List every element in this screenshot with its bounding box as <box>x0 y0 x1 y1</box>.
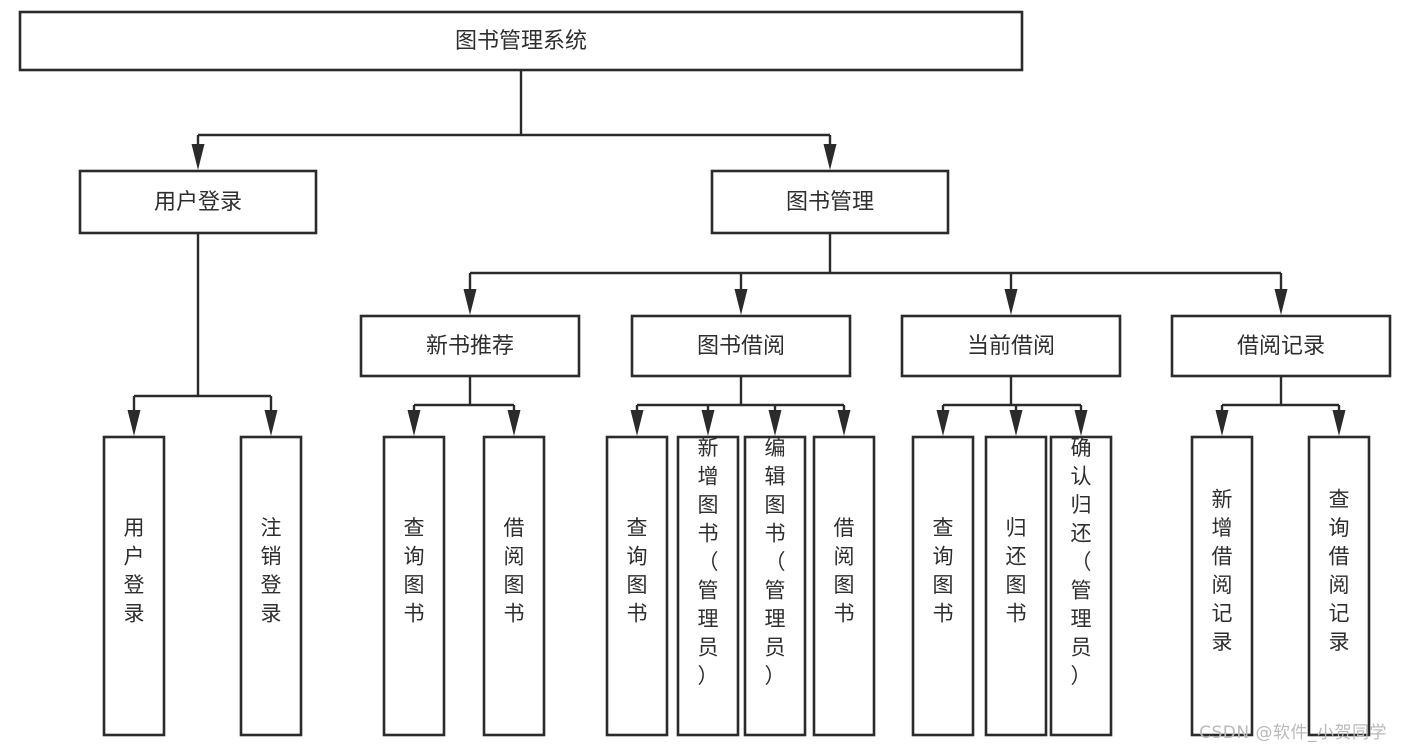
node-label: 借阅图书 <box>504 516 525 626</box>
nodes-layer: 图书管理系统用户登录图书管理新书推荐图书借阅当前借阅借阅记录用户登录注销登录查询… <box>18 10 1392 737</box>
arrow-head-icon <box>127 410 141 436</box>
node-box <box>900 314 1122 378</box>
node-leaf-query-record[interactable]: 查询借阅记录 <box>1307 435 1371 737</box>
node-box <box>1190 435 1254 737</box>
node-leaf-query-book-1[interactable]: 查询图书 <box>382 435 446 737</box>
node-book-manage[interactable]: 图书管理 <box>710 169 950 235</box>
node-new-book-rec[interactable]: 新书推荐 <box>359 314 581 378</box>
node-label: 图书借阅 <box>697 334 785 359</box>
node-box <box>1049 435 1113 737</box>
arrow-head-icon <box>823 144 837 170</box>
arrow-head-icon <box>1215 410 1229 436</box>
node-label: 查询图书 <box>404 516 425 626</box>
node-leaf-edit-book[interactable]: 编辑图书（管理员） <box>743 435 807 737</box>
arrow-head-icon <box>1074 410 1088 436</box>
node-box <box>743 435 807 737</box>
node-label: 查询图书 <box>627 516 648 626</box>
arrow-head-icon <box>463 289 477 315</box>
node-box <box>1170 314 1392 378</box>
node-leaf-user-login[interactable]: 用户登录 <box>102 435 166 737</box>
node-label: 新书推荐 <box>426 334 514 359</box>
arrow-head-icon <box>1009 410 1023 436</box>
node-root[interactable]: 图书管理系统 <box>18 10 1024 72</box>
arrow-head-icon <box>837 410 851 436</box>
node-label: 图书管理 <box>786 190 874 215</box>
arrow-head-icon <box>264 410 278 436</box>
node-box <box>984 435 1048 737</box>
arrow-head-icon <box>407 410 421 436</box>
node-label: 注销登录 <box>261 516 282 626</box>
node-box <box>911 435 975 737</box>
node-leaf-add-record[interactable]: 新增借阅记录 <box>1190 435 1254 737</box>
node-box <box>359 314 581 378</box>
node-user-login[interactable]: 用户登录 <box>78 169 318 235</box>
node-label: 借阅记录 <box>1237 334 1325 359</box>
node-label: 编辑图书（管理员） <box>765 436 786 688</box>
arrow-head-icon <box>630 410 644 436</box>
node-box <box>630 314 852 378</box>
node-label: 用户登录 <box>154 190 242 215</box>
arrow-head-icon <box>191 144 205 170</box>
node-box <box>482 435 546 737</box>
node-leaf-add-book[interactable]: 新增图书（管理员） <box>676 435 740 737</box>
node-box <box>1307 435 1371 737</box>
node-leaf-query-book-3[interactable]: 查询图书 <box>911 435 975 737</box>
arrow-head-icon <box>1274 289 1288 315</box>
node-book-borrow[interactable]: 图书借阅 <box>630 314 852 378</box>
node-label: 图书管理系统 <box>455 29 587 54</box>
arrow-head-icon <box>734 289 748 315</box>
arrow-head-icon <box>507 410 521 436</box>
node-label: 新增借阅记录 <box>1212 488 1233 655</box>
node-label: 确认归还（管理员） <box>1071 436 1092 688</box>
node-box <box>605 435 669 737</box>
node-leaf-borrow-book-1[interactable]: 借阅图书 <box>482 435 546 737</box>
node-leaf-borrow-book-2[interactable]: 借阅图书 <box>812 435 876 737</box>
arrow-head-icon <box>701 410 715 436</box>
node-box <box>239 435 303 737</box>
node-leaf-confirm-return[interactable]: 确认归还（管理员） <box>1049 435 1113 737</box>
node-label: 当前借阅 <box>967 334 1055 359</box>
node-label: 借阅图书 <box>834 516 855 626</box>
arrow-head-icon <box>1004 289 1018 315</box>
node-current-borrow[interactable]: 当前借阅 <box>900 314 1122 378</box>
node-borrow-record[interactable]: 借阅记录 <box>1170 314 1392 378</box>
node-leaf-query-book-2[interactable]: 查询图书 <box>605 435 669 737</box>
arrow-head-icon <box>768 410 782 436</box>
node-leaf-logout[interactable]: 注销登录 <box>239 435 303 737</box>
connectors-layer <box>127 70 1346 436</box>
arrow-head-icon <box>936 410 950 436</box>
node-box <box>78 169 318 235</box>
node-label: 新增图书（管理员） <box>698 436 719 688</box>
node-box <box>812 435 876 737</box>
node-leaf-return-book[interactable]: 归还图书 <box>984 435 1048 737</box>
node-label: 用户登录 <box>124 516 145 626</box>
node-box <box>710 169 950 235</box>
node-label: 查询借阅记录 <box>1329 488 1350 655</box>
node-label: 归还图书 <box>1006 516 1027 626</box>
node-box <box>18 10 1024 72</box>
arrow-head-icon <box>1332 410 1346 436</box>
node-box <box>676 435 740 737</box>
node-box <box>102 435 166 737</box>
node-box <box>382 435 446 737</box>
node-label: 查询图书 <box>933 516 954 626</box>
